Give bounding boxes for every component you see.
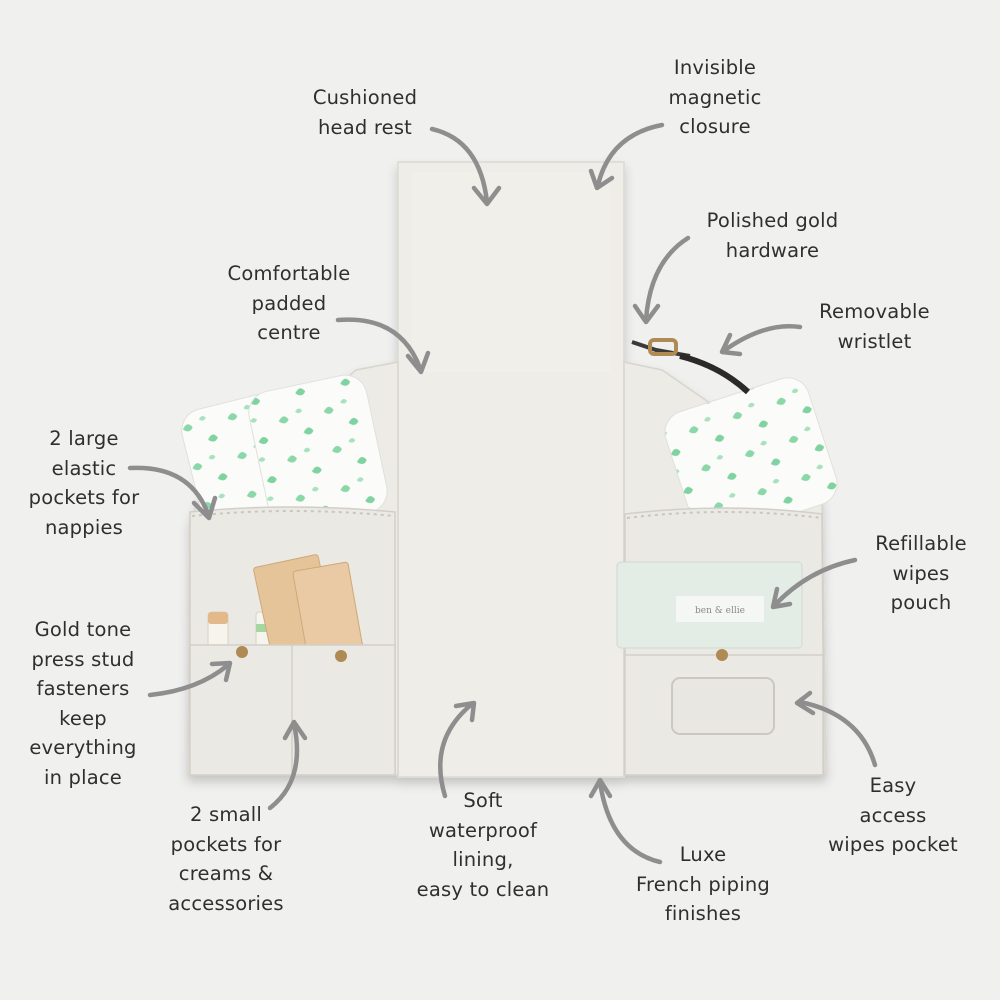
gold-hardware — [631, 338, 691, 358]
label-small-pockets: 2 small pockets for creams & accessories — [168, 803, 284, 915]
press-stud-2 — [335, 650, 347, 662]
label-easy-access: Easy access wipes pocket — [828, 774, 958, 856]
label-french-piping: Luxe French piping finishes — [636, 843, 770, 925]
press-stud-1 — [236, 646, 248, 658]
label-wristlet: Removable wristlet — [819, 300, 930, 353]
label-press-stud: Gold tone press stud fasteners keep ever… — [29, 618, 137, 789]
press-stud-3 — [716, 649, 728, 661]
wristlet-strap — [679, 353, 751, 395]
wipes-access-window — [671, 677, 775, 735]
label-waterproof-lining: Soft waterproof lining, easy to clean — [416, 789, 550, 901]
wipes-pouch: ben & ellie — [616, 561, 803, 649]
brand-logo-text: ben & ellie — [695, 606, 745, 616]
label-wipes-pouch: Refillable wipes pouch — [875, 532, 967, 614]
label-gold-hardware: Polished gold hardware — [706, 209, 839, 262]
label-head-rest: Cushioned head rest — [312, 86, 418, 139]
arrows — [127, 122, 878, 865]
label-padded-centre: Comfortable padded centre — [227, 262, 351, 344]
head-rest-area — [412, 172, 610, 372]
nappies-left — [181, 374, 388, 545]
label-elastic-pockets: 2 large elastic pockets for nappies — [28, 427, 140, 539]
label-magnetic-closure: Invisible magnetic closure — [668, 56, 762, 138]
